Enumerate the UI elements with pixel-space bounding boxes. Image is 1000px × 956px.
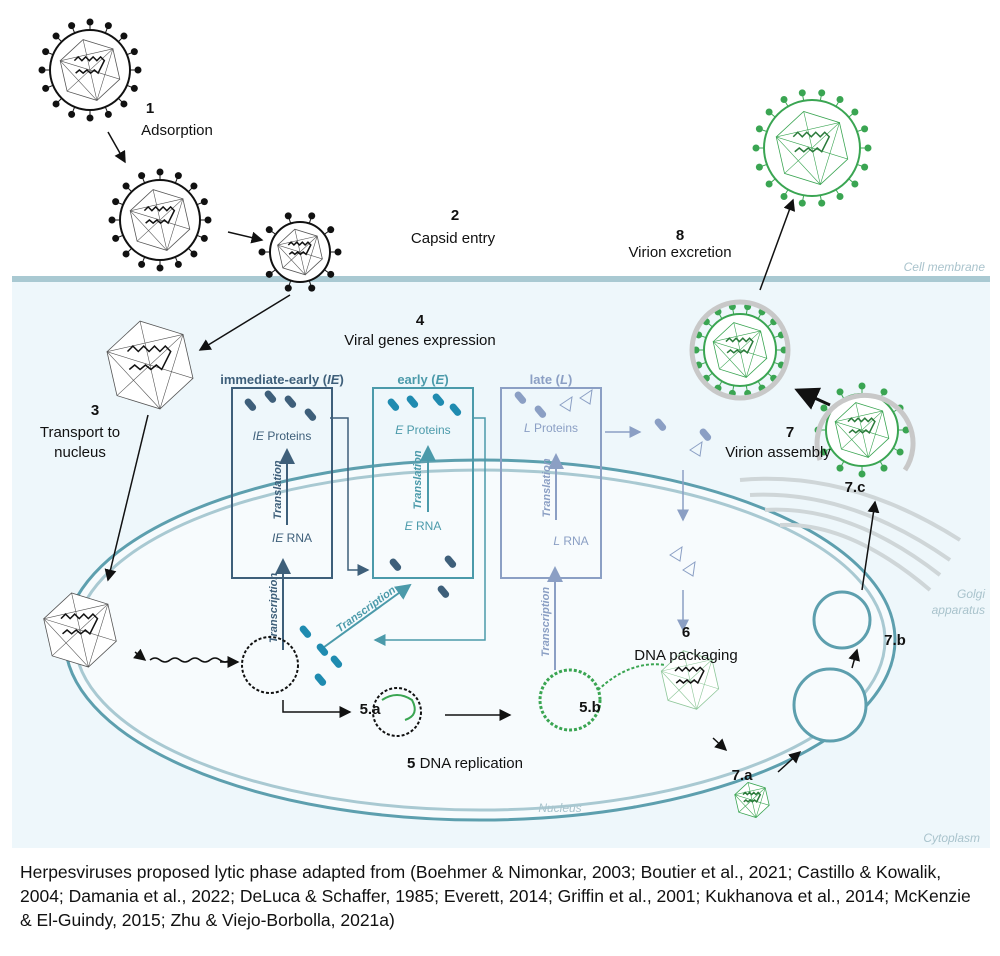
l-transcription-label: Transcription	[540, 587, 552, 657]
l-proteins-label: L Proteins	[524, 421, 578, 435]
replicating-dna	[372, 687, 422, 737]
step-2-number: 2	[451, 207, 459, 224]
capsid-packaging	[660, 650, 720, 710]
l-rna-label: L RNA	[553, 534, 588, 548]
replication-fork	[381, 694, 416, 721]
cytoplasm-label: Cytoplasm	[923, 831, 980, 845]
e-feedback-arrow	[373, 417, 486, 646]
arrow-7-vesicle	[794, 387, 831, 410]
arrow-7a-vesicle	[777, 750, 802, 773]
figure-caption: Herpesviruses proposed lytic phase adapt…	[20, 862, 971, 930]
cell-membrane-label: Cell membrane	[904, 260, 986, 274]
e-gene-box	[372, 387, 474, 579]
step-7-label: Virion assembly	[725, 444, 831, 461]
step-5b-label: 5.b	[579, 699, 601, 716]
ie-proteins-label: IE Proteins	[253, 429, 312, 443]
arrow-7a	[712, 737, 728, 752]
arrow-entry-3	[198, 294, 291, 351]
step-1-label: Adsorption	[141, 122, 213, 139]
step-8-number: 8	[676, 227, 684, 244]
circular-viral-dna	[241, 636, 299, 694]
arrow-8-excretion	[759, 198, 796, 291]
ie-rna-label: IE RNA	[272, 531, 312, 545]
step-6-label: DNA packaging	[634, 647, 737, 664]
arrow-dna-release	[133, 648, 147, 661]
arrow-1-2	[107, 131, 126, 164]
e-rna-label: E RNA	[405, 519, 442, 533]
step-2-label: Capsid entry	[411, 230, 496, 247]
step-1-number: 1	[146, 100, 154, 117]
step-4-number: 4	[416, 312, 425, 329]
virion-approaching	[108, 168, 212, 272]
step-4-label: Viral genes expression	[344, 332, 495, 349]
e-translation-label: Translation	[412, 450, 424, 509]
secretory-vesicle	[689, 299, 791, 401]
e-transcription-arrow	[319, 583, 412, 651]
step-5-label: 5 DNA replication	[407, 755, 523, 772]
step-5a-label: 5.a	[360, 701, 382, 718]
nucleus-label: Nucleus	[538, 801, 581, 815]
step-3-number: 3	[91, 402, 99, 419]
cell-membrane	[12, 276, 990, 282]
golgi-apparatus	[739, 476, 962, 592]
transport-vesicle	[812, 590, 872, 650]
linear-viral-dna	[149, 657, 231, 663]
arrow-2-entry	[227, 231, 264, 244]
step-8-label: Virion excretion	[628, 244, 731, 261]
diagram-canvas: Cell membrane Cytoplasm Nucleus Golgi ap…	[12, 18, 990, 848]
virion-budding	[814, 382, 910, 478]
e-proteins-label: E Proteins	[395, 423, 450, 437]
virion-excreted	[752, 89, 872, 207]
step-7c-label: 7.c	[845, 479, 866, 496]
golgi-label-2: apparatus	[932, 603, 985, 617]
e-title: early (E)	[397, 372, 448, 387]
capsid-at-nuclear-pore	[43, 592, 117, 668]
capsid-7a	[734, 781, 770, 819]
virion-entering	[258, 212, 342, 292]
virion-adsorption	[38, 18, 142, 122]
step-6-number: 6	[682, 624, 690, 641]
arrow-5a	[282, 700, 352, 718]
ie-activates-e-arrow	[330, 417, 370, 576]
viral-proteins	[244, 388, 712, 686]
arrow-3-nucleus	[104, 414, 149, 582]
ie-translation-label: Translation	[272, 460, 284, 519]
dna-into-capsid	[597, 663, 666, 691]
arrow-7c	[861, 500, 880, 591]
concatemer-dna	[538, 668, 602, 732]
golgi-budding-membrane	[814, 392, 916, 472]
capsid-transport	[106, 320, 194, 410]
step-7-number: 7	[786, 424, 794, 441]
step-3-label-line1: Transport to	[40, 424, 120, 441]
step-7b-label: 7.b	[884, 632, 906, 649]
ie-transcription-label: Transcription	[268, 573, 280, 643]
step-7a-label: 7.a	[732, 767, 754, 784]
golgi-label-1: Golgi	[957, 587, 985, 601]
l-title: late (L)	[530, 372, 573, 387]
ie-title: immediate-early (IE)	[220, 372, 344, 387]
arrow-7b	[848, 648, 860, 669]
l-translation-label: Translation	[541, 458, 553, 517]
perinuclear-vesicle	[792, 667, 868, 743]
step-3-label-line2: nucleus	[54, 444, 106, 461]
